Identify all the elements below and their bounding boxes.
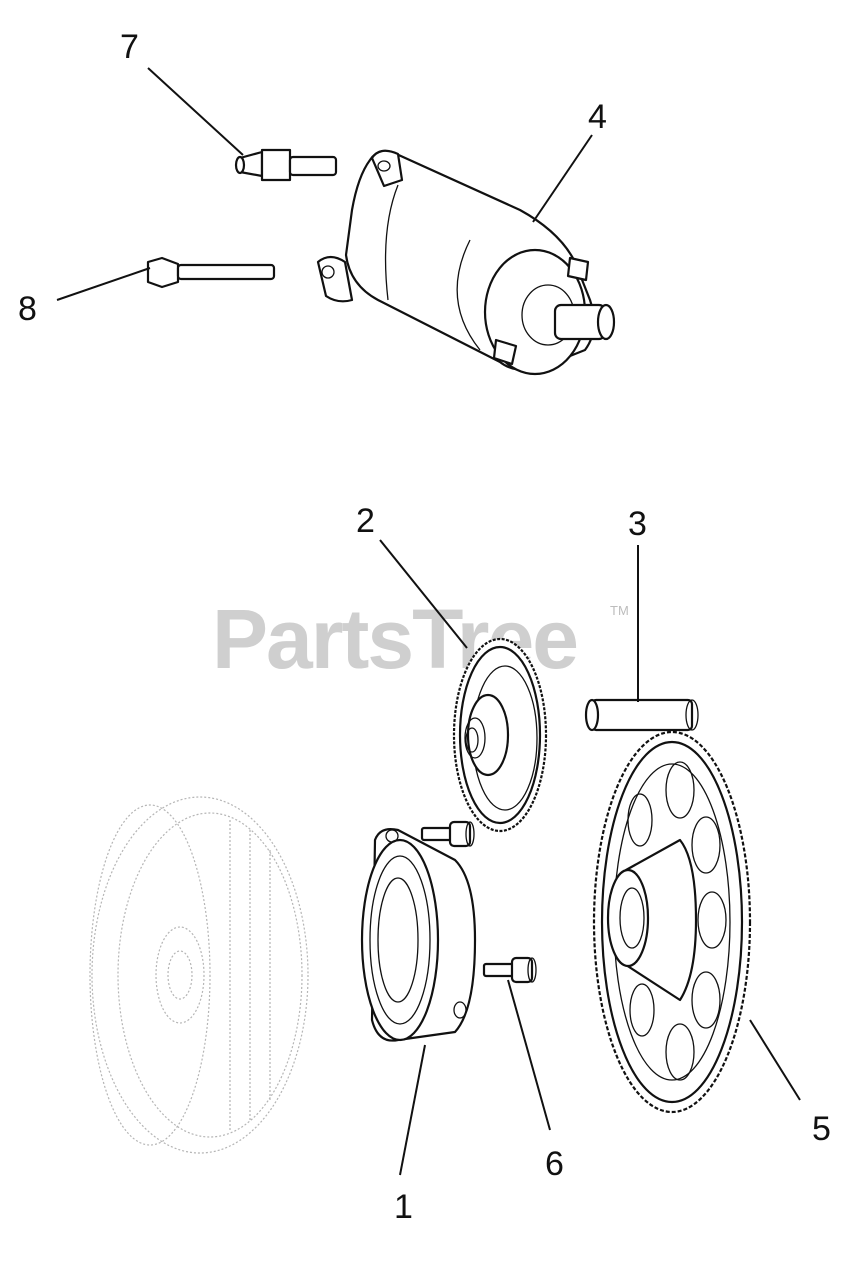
part-7-short-bolt — [234, 148, 338, 182]
callout-labels: 7 4 8 2 3 5 6 1 — [18, 28, 831, 1226]
part-5-large-gear — [592, 730, 752, 1114]
callout-3: 3 — [628, 505, 647, 543]
leader-lines — [56, 67, 801, 1176]
callout-2: 2 — [356, 502, 375, 540]
part-6-socket-screws — [420, 820, 537, 984]
part-1-clutch-housing — [360, 828, 477, 1042]
callout-5: 5 — [812, 1110, 831, 1148]
part-8-long-bolt — [146, 256, 276, 289]
watermark: PartsTree TM — [212, 592, 629, 686]
part-4-starter-motor — [316, 149, 616, 376]
callout-4: 4 — [588, 98, 607, 136]
ghost-flywheel — [89, 796, 309, 1154]
callout-7: 7 — [120, 28, 139, 66]
callout-8: 8 — [18, 290, 37, 328]
watermark-tm: TM — [610, 603, 629, 618]
callout-6: 6 — [545, 1145, 564, 1183]
callout-1: 1 — [394, 1188, 413, 1226]
part-3-pin — [584, 698, 699, 732]
part-2-idler-gear — [452, 637, 548, 833]
